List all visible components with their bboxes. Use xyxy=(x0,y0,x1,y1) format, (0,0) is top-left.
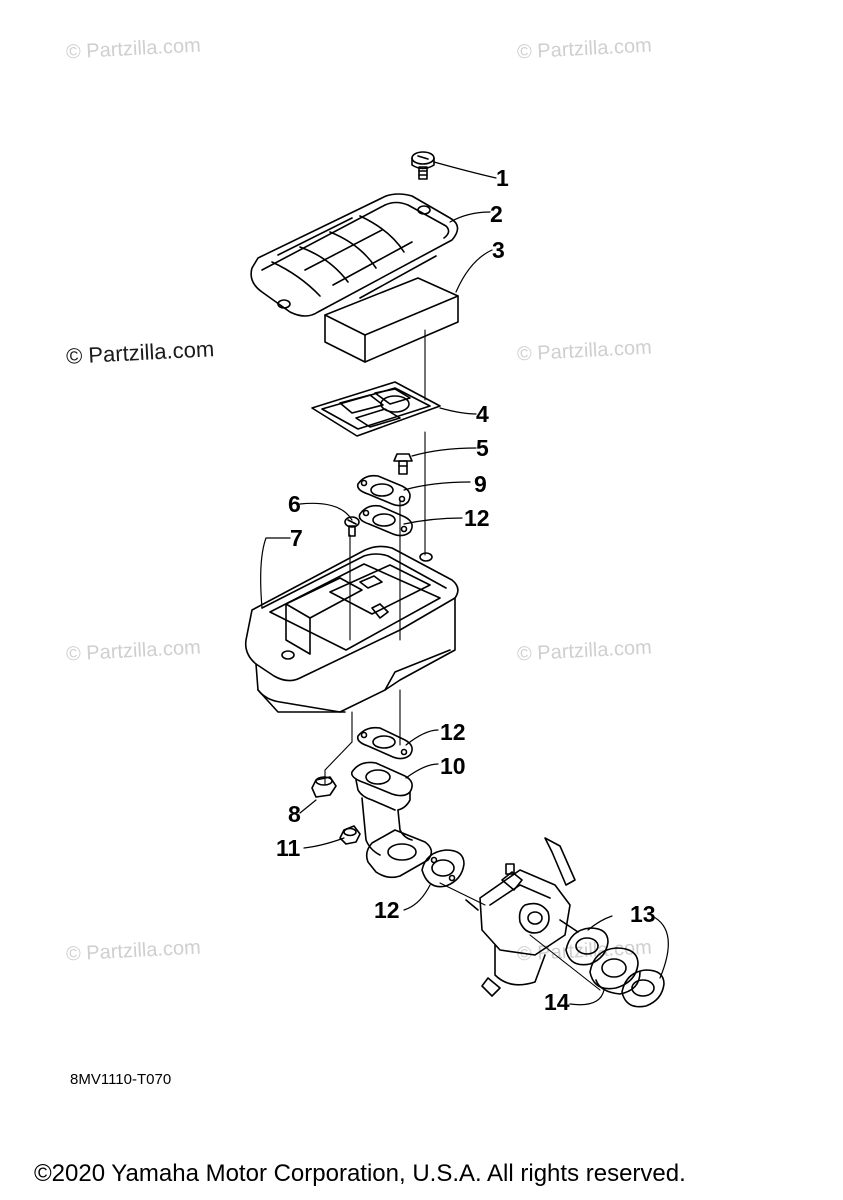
callout-4: 4 xyxy=(476,401,489,427)
callout-2: 2 xyxy=(490,201,503,227)
callout-8: 8 xyxy=(288,801,301,827)
callout-9: 9 xyxy=(474,471,487,497)
part-3-filter-element xyxy=(324,277,459,363)
callout-labels: 1 2 3 4 5 9 6 12 7 12 10 8 11 12 13 14 xyxy=(276,165,656,1015)
callout-5: 5 xyxy=(476,435,489,461)
diagram-code: 8MV1110-T070 xyxy=(70,1071,172,1088)
part-10-intake-joint xyxy=(350,761,433,879)
part-1-screw xyxy=(411,151,435,180)
part-7-air-box-case xyxy=(244,545,459,713)
callout-12: 12 xyxy=(464,505,490,531)
callout-11: 11 xyxy=(276,835,301,861)
part-4-filter-grid xyxy=(311,381,441,437)
part-11-nut xyxy=(339,825,361,845)
part-12-gasket-middle xyxy=(356,726,413,760)
part-9-gasket xyxy=(356,474,411,507)
part-8-nut xyxy=(311,776,337,798)
part-13-gasket-a xyxy=(565,927,609,966)
part-12-gasket-lower xyxy=(421,849,465,888)
callout-1: 1 xyxy=(496,165,509,191)
carburetor xyxy=(465,837,579,997)
part-6-screw xyxy=(344,516,360,537)
part-13-gasket-b xyxy=(621,969,665,1008)
part-12-gasket-upper xyxy=(358,504,413,537)
callout-14: 14 xyxy=(544,989,570,1015)
callout-3: 3 xyxy=(492,237,505,263)
part-2-cover xyxy=(250,193,459,317)
callout-10: 10 xyxy=(440,753,466,779)
callout-7: 7 xyxy=(290,525,303,551)
callout-12: 12 xyxy=(374,897,400,923)
part-5-bolt xyxy=(393,453,413,475)
leader-lines xyxy=(260,161,669,1006)
callout-12: 12 xyxy=(440,719,466,745)
callout-13: 13 xyxy=(630,901,656,927)
copyright-notice: ©2020 Yamaha Motor Corporation, U.S.A. A… xyxy=(34,1160,686,1187)
callout-6: 6 xyxy=(288,491,301,517)
